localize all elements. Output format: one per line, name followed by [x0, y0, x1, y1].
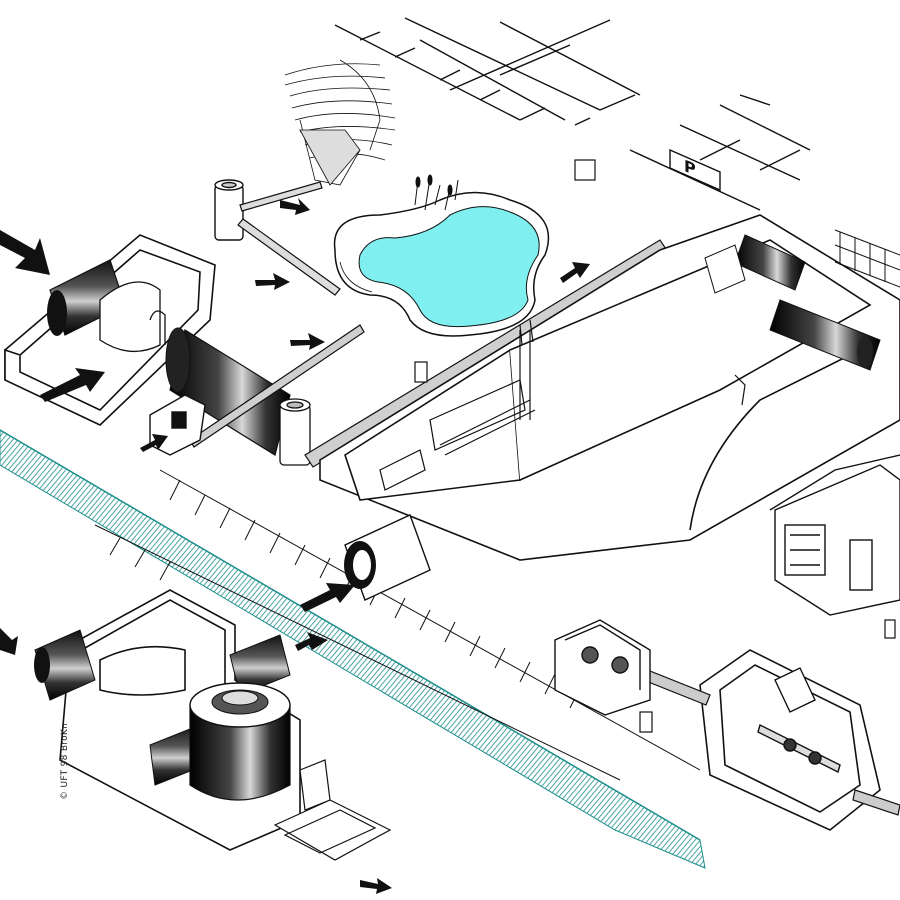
vortex-separator: [189, 682, 291, 801]
outflow-arrow: [0, 628, 18, 655]
parking-lot-lines: [334, 17, 811, 211]
pump-pipework: [757, 667, 841, 774]
tank-walls-inner: [379, 330, 536, 491]
flow-arrow: [290, 333, 325, 350]
collector-pipe-top: [237, 181, 341, 296]
inflow-pipe-left: [47, 259, 126, 336]
control-panel: [273, 759, 392, 861]
control-house: [769, 454, 900, 616]
retention-pond: [333, 191, 550, 337]
storage-pipe: [165, 327, 291, 456]
flow-arrows: [0, 198, 590, 894]
parking-sign-label: P: [684, 156, 696, 179]
tank-drums: [704, 234, 881, 371]
outflow-arrow: [360, 878, 392, 894]
flow-arrow: [300, 583, 355, 612]
gravel-trench: [299, 129, 361, 186]
outflow-arrow: [40, 368, 105, 402]
flow-arrow: [295, 632, 328, 651]
railing: [834, 229, 900, 288]
flow-arrow: [140, 434, 168, 452]
credit-text: © UFT 98 BroKn: [60, 722, 70, 800]
street-inlet: [214, 179, 244, 241]
parking-sign: P: [669, 148, 721, 192]
stream-channel: [0, 429, 706, 869]
detail-posts: [414, 159, 896, 733]
pond-water: [358, 206, 540, 328]
inflow-arrow: [0, 230, 50, 275]
weir-structure: [99, 281, 166, 353]
pump-station-middle: [554, 619, 651, 716]
outfall-pipe: [344, 514, 431, 601]
flow-arrow: [560, 262, 590, 283]
flow-arrow: [255, 273, 290, 290]
reeds: [414, 174, 459, 211]
manhole-riser: [279, 398, 311, 466]
flow-arrow: [280, 198, 310, 215]
bank-ticks: [94, 469, 701, 781]
